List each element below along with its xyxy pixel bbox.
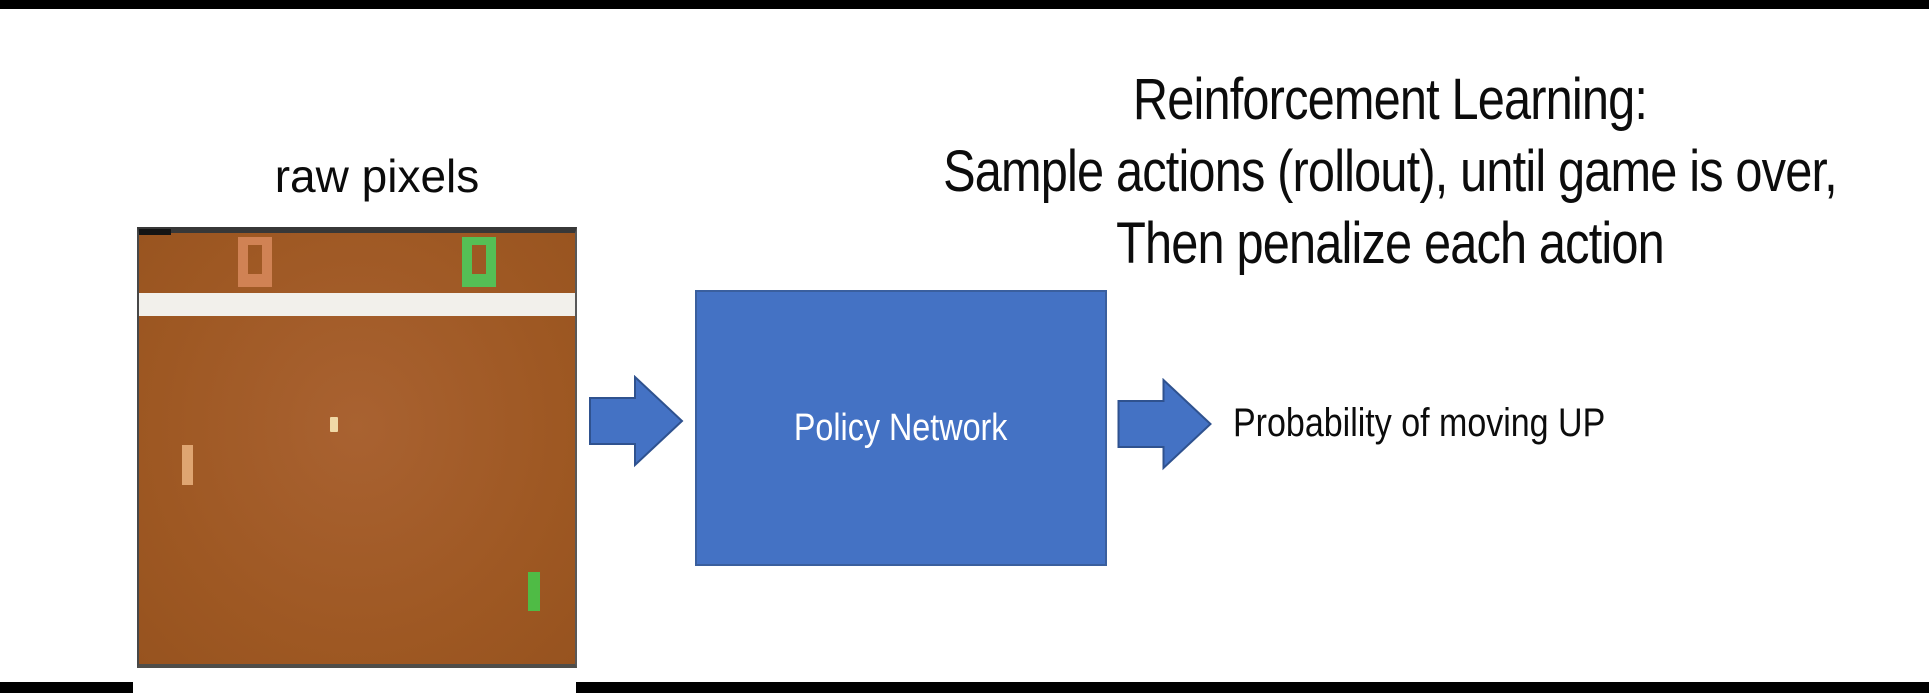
title-line-2: Sample actions (rollout), until game is … — [943, 139, 1838, 204]
raw-pixels-label: raw pixels — [274, 150, 480, 202]
right-paddle — [528, 572, 540, 611]
left-paddle — [182, 445, 193, 485]
top-frame-bar — [0, 0, 1929, 9]
output-arrow-right-icon — [1117, 378, 1212, 471]
input-arrow-right-icon — [589, 375, 684, 468]
pong-game-screenshot — [137, 227, 577, 668]
screen-top-notch — [139, 229, 171, 235]
title-line-1: Reinforcement Learning: — [1132, 67, 1648, 132]
left-player-score-digit — [238, 237, 272, 287]
slide-title: Reinforcement Learning: Sample actions (… — [844, 64, 1929, 280]
right-player-score-digit — [462, 237, 496, 287]
probability-output-label: Probability of moving UP — [1233, 401, 1606, 445]
bottom-frame-bar-left — [0, 682, 133, 693]
pong-ball — [330, 417, 338, 432]
score-divider-band — [139, 293, 575, 316]
title-line-3: Then penalize each action — [1116, 211, 1665, 276]
policy-network-box: Policy Network — [695, 290, 1107, 566]
policy-network-label: Policy Network — [794, 406, 1008, 449]
bottom-frame-bar-right — [576, 682, 1929, 693]
